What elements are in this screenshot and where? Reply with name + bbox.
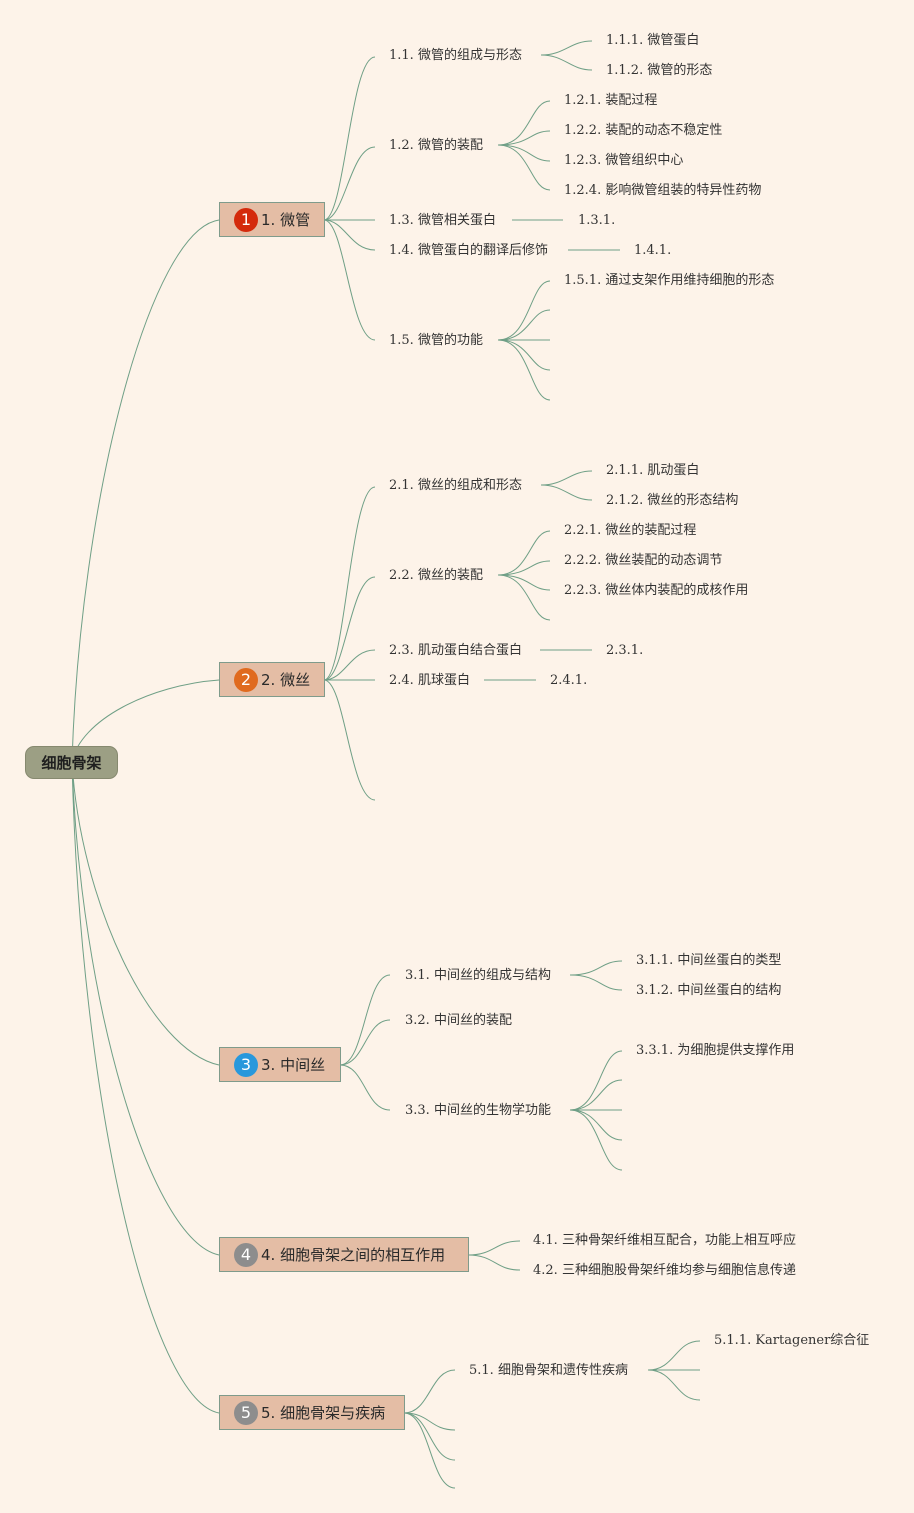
subtopic-1-2-1[interactable]: 1.2.1. 装配过程: [564, 93, 658, 108]
subtopic-2-3-1[interactable]: 2.3.1.: [606, 643, 644, 658]
subtopic-5-1-1[interactable]: 5.1.1. Kartagener综合征: [714, 1333, 870, 1348]
subtopic-2-4-1[interactable]: 2.4.1.: [550, 673, 588, 688]
subtopic-2-4[interactable]: 2.4. 肌球蛋白: [389, 673, 470, 688]
subtopic-2-1-1[interactable]: 2.1.1. 肌动蛋白: [606, 463, 700, 478]
topic-4[interactable]: 4 4. 细胞骨架之间的相互作用: [219, 1237, 469, 1272]
topic-5-label: 5. 细胞骨架与疾病: [261, 1404, 386, 1422]
priority-3-icon: 3: [234, 1052, 258, 1077]
priority-1-icon: 1: [234, 207, 258, 232]
subtopic-1-4[interactable]: 1.4. 微管蛋白的翻译后修饰: [389, 243, 548, 258]
subtopic-2-2[interactable]: 2.2. 微丝的装配: [389, 568, 483, 583]
subtopic-1-5-1[interactable]: 1.5.1. 通过支架作用维持细胞的形态: [564, 273, 775, 288]
topic-1-label: 1. 微管: [261, 211, 311, 229]
subtopic-2-2-2[interactable]: 2.2.2. 微丝装配的动态调节: [564, 553, 723, 568]
subtopic-1-3-1[interactable]: 1.3.1.: [578, 213, 616, 228]
subtopic-3-1[interactable]: 3.1. 中间丝的组成与结构: [405, 968, 551, 983]
topic-2[interactable]: 2 2. 微丝: [219, 662, 325, 697]
topic-4-label: 4. 细胞骨架之间的相互作用: [261, 1246, 446, 1264]
subtopic-1-2-3[interactable]: 1.2.3. 微管组织中心: [564, 153, 684, 168]
subtopic-1-1-2[interactable]: 1.1.2. 微管的形态: [606, 63, 713, 78]
subtopic-1-1[interactable]: 1.1. 微管的组成与形态: [389, 48, 522, 63]
root-topic[interactable]: 细胞骨架: [25, 746, 118, 779]
subtopic-1-5[interactable]: 1.5. 微管的功能: [389, 333, 483, 348]
priority-5-icon: 5: [234, 1400, 258, 1425]
topic-3-label: 3. 中间丝: [261, 1056, 326, 1074]
topic-3[interactable]: 3 3. 中间丝: [219, 1047, 341, 1082]
subtopic-2-1-2[interactable]: 2.1.2. 微丝的形态结构: [606, 493, 739, 508]
priority-2-icon: 2: [234, 667, 258, 692]
subtopic-3-1-1[interactable]: 3.1.1. 中间丝蛋白的类型: [636, 953, 782, 968]
subtopic-2-2-3[interactable]: 2.2.3. 微丝体内装配的成核作用: [564, 583, 749, 598]
subtopic-1-2-2[interactable]: 1.2.2. 装配的动态不稳定性: [564, 123, 723, 138]
subtopic-3-3-1[interactable]: 3.3.1. 为细胞提供支撑作用: [636, 1043, 795, 1058]
topic-5[interactable]: 5 5. 细胞骨架与疾病: [219, 1395, 405, 1430]
subtopic-3-2[interactable]: 3.2. 中间丝的装配: [405, 1013, 512, 1028]
subtopic-1-1-1[interactable]: 1.1.1. 微管蛋白: [606, 33, 700, 48]
subtopic-4-1[interactable]: 4.1. 三种骨架纤维相互配合，功能上相互呼应: [533, 1233, 796, 1248]
subtopic-1-4-1[interactable]: 1.4.1.: [634, 243, 672, 258]
subtopic-3-3[interactable]: 3.3. 中间丝的生物学功能: [405, 1103, 551, 1118]
subtopic-1-2[interactable]: 1.2. 微管的装配: [389, 138, 483, 153]
topic-1[interactable]: 1 1. 微管: [219, 202, 325, 237]
topic-2-label: 2. 微丝: [261, 671, 311, 689]
subtopic-1-2-4[interactable]: 1.2.4. 影响微管组装的特异性药物: [564, 183, 762, 198]
subtopic-2-1[interactable]: 2.1. 微丝的组成和形态: [389, 478, 522, 493]
subtopic-2-2-1[interactable]: 2.2.1. 微丝的装配过程: [564, 523, 697, 538]
subtopic-3-1-2[interactable]: 3.1.2. 中间丝蛋白的结构: [636, 983, 782, 998]
subtopic-2-3[interactable]: 2.3. 肌动蛋白结合蛋白: [389, 643, 522, 658]
subtopic-4-2[interactable]: 4.2. 三种细胞股骨架纤维均参与细胞信息传递: [533, 1263, 796, 1278]
subtopic-1-3[interactable]: 1.3. 微管相关蛋白: [389, 213, 496, 228]
subtopic-5-1[interactable]: 5.1. 细胞骨架和遗传性疾病: [469, 1363, 628, 1378]
priority-4-icon: 4: [234, 1242, 258, 1267]
